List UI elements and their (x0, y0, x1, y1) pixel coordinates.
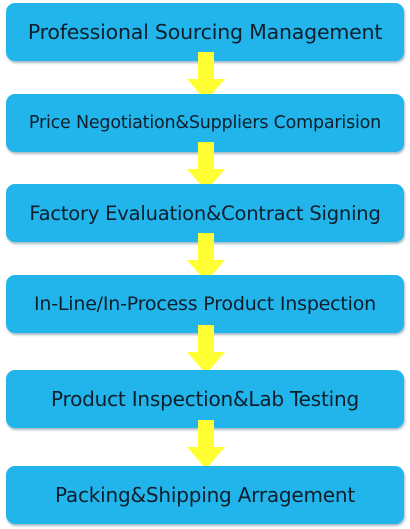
step-label: Packing&Shipping Arragement (54, 483, 356, 507)
step-label: Professional Sourcing Management (27, 20, 383, 44)
step-box-inline-inspection: In-Line/In-Process Product Inspection (6, 275, 404, 333)
arrow-down-icon (187, 142, 225, 191)
step-label: Price Negotiation&Suppliers Comparision (28, 113, 382, 133)
step-label: In-Line/In-Process Product Inspection (33, 293, 377, 315)
step-label: Factory Evaluation&Contract Signing (29, 201, 381, 225)
step-box-factory-evaluation: Factory Evaluation&Contract Signing (6, 184, 404, 242)
arrow-down-icon (187, 52, 225, 101)
arrow-down-icon (187, 233, 225, 282)
step-box-sourcing-management: Professional Sourcing Management (6, 3, 404, 61)
step-box-lab-testing: Product Inspection&Lab Testing (6, 370, 404, 428)
arrow-down-icon (187, 420, 225, 469)
step-box-packing-shipping: Packing&Shipping Arragement (6, 466, 404, 524)
arrow-down-icon (187, 325, 225, 374)
step-label: Product Inspection&Lab Testing (51, 387, 359, 411)
